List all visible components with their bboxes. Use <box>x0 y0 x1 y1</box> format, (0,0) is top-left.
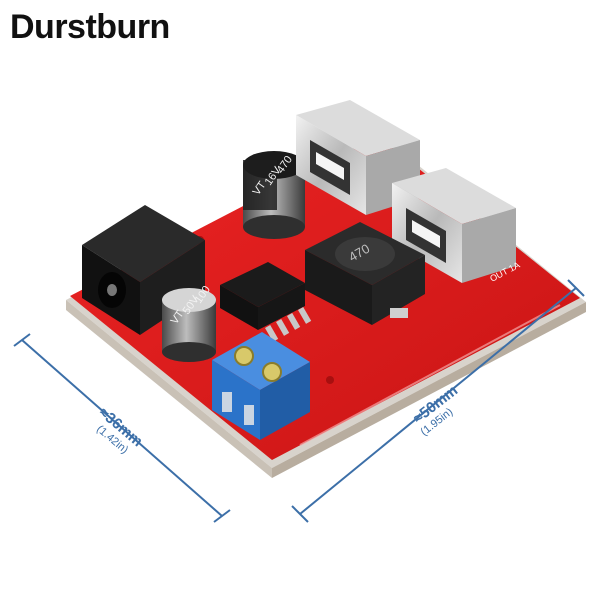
dc-jack <box>82 205 205 335</box>
ic-chip <box>220 262 312 342</box>
inductor: 470 <box>305 222 425 325</box>
usb-port-1 <box>296 100 420 215</box>
capacitor-small: 100 50V VT <box>162 284 216 362</box>
brand-logo-text: Durstburn <box>10 8 170 46</box>
capacitor-large: 470 16V VT <box>243 151 305 239</box>
usb-port-2 <box>392 168 516 283</box>
terminal-block <box>212 332 310 440</box>
